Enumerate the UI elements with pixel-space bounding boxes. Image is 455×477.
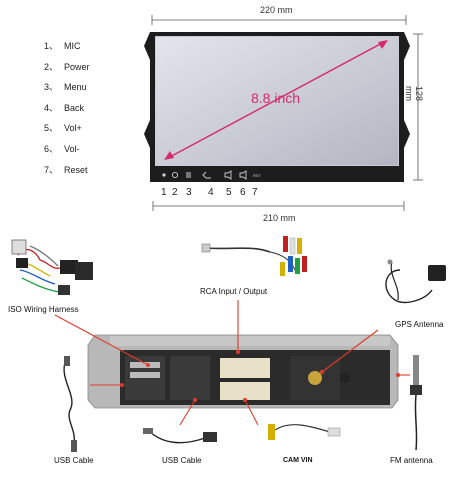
top-dimension-line: [151, 15, 407, 25]
width-bottom-label: 210 mm: [263, 213, 296, 223]
key-item-vol-down: 6、Vol-: [44, 143, 80, 154]
usb-cable-2-image: [143, 428, 217, 444]
screen-size-label: 8.8 inch: [251, 90, 301, 106]
bottom-dimension-line: [152, 201, 405, 211]
key-item-power: 2、Power: [44, 61, 90, 72]
button-number: 4: [208, 187, 214, 198]
width-top-label: 220 mm: [260, 5, 293, 15]
key-item-back: 4、Back: [44, 102, 85, 113]
main-unit-box: [87, 334, 399, 409]
button-number: 1: [161, 187, 167, 198]
key-item-reset: 7、Reset: [44, 164, 88, 175]
connection-dots: [120, 350, 400, 402]
rca-cable-image: [201, 236, 307, 276]
cam-vin-label: CAM VIN: [283, 457, 313, 464]
connection-lines: [54, 300, 410, 426]
button-number: 5: [226, 187, 232, 198]
button-number: 7: [252, 187, 258, 198]
key-item-menu: 3、Menu: [44, 82, 87, 93]
iso-harness-image: [11, 239, 93, 295]
button-number: 6: [240, 187, 246, 198]
cam-vin-cable-image: [268, 424, 341, 440]
usb-cable-1-image: [63, 356, 77, 452]
rca-label: RCA Input / Output: [200, 287, 268, 296]
usb-cable-1-label: USB Cable: [54, 456, 94, 465]
fm-antenna-image: [410, 355, 422, 451]
gps-antenna-label: GPS Antenna: [395, 320, 444, 329]
button-number: 2: [172, 187, 178, 198]
svg-text:RST: RST: [253, 173, 262, 178]
usb-cable-2-label: USB Cable: [162, 456, 202, 465]
iso-harness-label: ISO Wiring Harness: [8, 305, 79, 314]
height-right-label: 128 mm: [404, 86, 424, 102]
bezel-buttons: RST: [162, 170, 262, 180]
button-number: 3: [186, 187, 192, 198]
key-item-vol-up: 5、Vol+: [44, 123, 82, 134]
button-key-list: 1、MIC 2、Power 3、Menu 4、Back 5、Vol+ 6、Vol…: [44, 36, 90, 180]
right-dimension-line: [413, 33, 423, 181]
gps-antenna-image: [385, 259, 446, 304]
key-item-mic: 1、MIC: [44, 41, 81, 51]
head-unit-bezel: [144, 32, 410, 182]
screen-diagonal-arrow: [164, 40, 388, 160]
fm-antenna-label: FM antenna: [390, 456, 433, 465]
